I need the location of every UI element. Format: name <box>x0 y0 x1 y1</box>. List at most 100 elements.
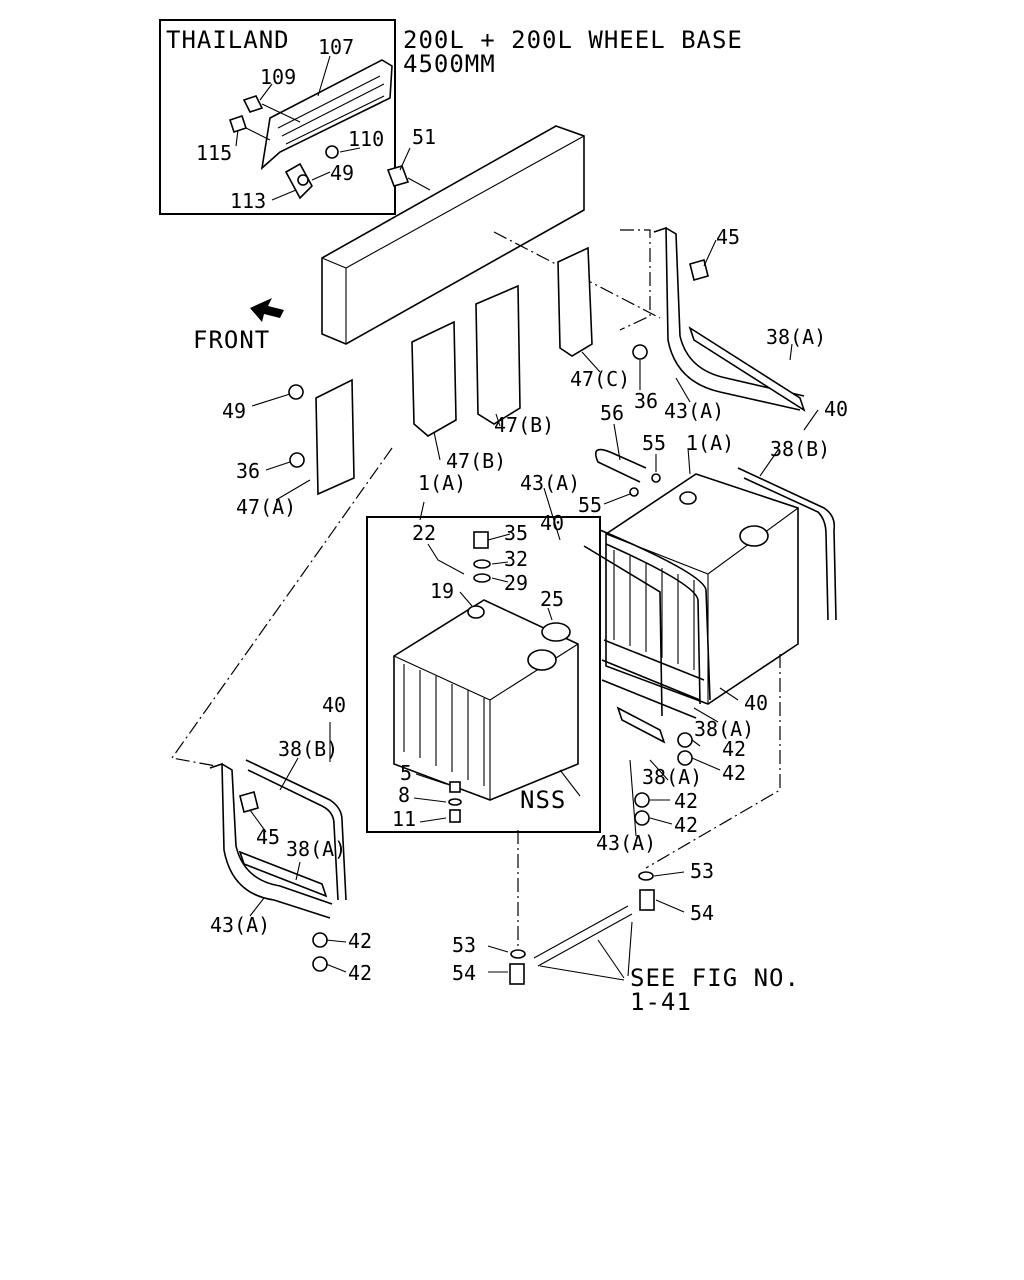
callout-53-left: 53 <box>452 933 476 957</box>
strap-38b-left <box>247 769 339 901</box>
callout-43a-left: 43(A) <box>210 913 270 937</box>
tank-nss-body <box>393 599 579 801</box>
callout-leaders <box>235 55 819 973</box>
tank-right-sender <box>679 491 697 505</box>
strap-40-left <box>245 759 347 901</box>
callout-42-a: 42 <box>722 737 746 761</box>
nut-36-right <box>632 344 648 360</box>
nut-42-a <box>677 732 693 748</box>
callout-32: 32 <box>504 547 528 571</box>
callout-38b-left: 38(B) <box>278 737 338 761</box>
callout-47b-lower: 47(B) <box>446 449 506 473</box>
bracket-47a <box>315 378 355 496</box>
inset-nut-49 <box>297 174 309 186</box>
band-40-right <box>599 529 711 701</box>
bolt-51 <box>386 165 410 187</box>
callout-55-mid: 55 <box>578 493 602 517</box>
nut-42-left1 <box>312 932 328 948</box>
mount-centerline <box>493 231 661 319</box>
washer-55-mid <box>629 487 639 497</box>
callout-47a: 47(A) <box>236 495 296 519</box>
see-fig-line-2: 1-41 <box>630 988 692 1016</box>
washer-32 <box>473 559 491 569</box>
chassis-frame-rail <box>321 125 661 345</box>
fitting-54-left <box>509 963 525 985</box>
inset-nut-110 <box>325 145 339 159</box>
front-arrow-icon <box>250 298 284 322</box>
band-43a-left <box>209 762 331 919</box>
plug-11 <box>449 809 461 823</box>
cap-25 <box>541 622 571 642</box>
callout-45-top: 45 <box>716 225 740 249</box>
callout-42-b: 42 <box>722 761 746 785</box>
callout-55-top: 55 <box>642 431 666 455</box>
inset-bolt-109 <box>242 95 264 113</box>
callout-45-left: 45 <box>256 825 280 849</box>
callout-25: 25 <box>540 587 564 611</box>
drain-plug-5 <box>449 781 461 793</box>
strip-38a-mid <box>616 706 666 744</box>
callout-1a-right: 1(A) <box>686 431 734 455</box>
callout-51: 51 <box>412 125 436 149</box>
callout-43a-bottom: 43(A) <box>596 831 656 855</box>
frame-rail-edges <box>321 135 585 344</box>
callout-43a-top: 43(A) <box>664 399 724 423</box>
callout-49-inset: 49 <box>330 161 354 185</box>
strip-38a-top <box>688 326 806 412</box>
callout-1a-box: 1(A) <box>418 471 466 495</box>
callout-113: 113 <box>230 189 266 213</box>
washer-55-top <box>651 473 661 483</box>
callout-42-c: 42 <box>674 789 698 813</box>
bracket-47b-upper <box>475 284 521 425</box>
band-43a-top <box>653 226 801 411</box>
band-under-tank <box>601 639 705 719</box>
inset-leader <box>245 127 271 141</box>
callout-115: 115 <box>196 141 232 165</box>
callout-38a-left: 38(A) <box>286 837 346 861</box>
bolt-51-leader <box>407 177 431 191</box>
callout-5: 5 <box>400 761 412 785</box>
bolt-45-top <box>689 259 709 281</box>
band-43a-left-inner <box>221 763 333 905</box>
header-line-1: 200L + 200L WHEEL BASE <box>403 26 743 54</box>
nut-36-left <box>289 452 305 468</box>
see-fig-line-1: SEE FIG NO. <box>630 964 800 992</box>
callout-47c: 47(C) <box>570 367 630 391</box>
inset-title: THAILAND <box>166 26 290 54</box>
callout-43a-mid: 43(A) <box>520 471 580 495</box>
strip-38a-left <box>238 850 328 898</box>
callout-8: 8 <box>398 783 410 807</box>
callout-42-left2: 42 <box>348 961 372 985</box>
callout-38a-right: 38(A) <box>694 717 754 741</box>
u-bolt-56 <box>594 448 647 483</box>
callout-38a-top: 38(A) <box>766 325 826 349</box>
washer-53-right <box>638 871 654 881</box>
callout-53-right: 53 <box>690 859 714 883</box>
tank-right-body <box>605 473 799 705</box>
band-43a-mid <box>583 545 663 717</box>
nss-detail-box <box>366 516 601 833</box>
callout-40-right: 40 <box>744 691 768 715</box>
fuel-tank-nss <box>393 531 579 823</box>
callout-40-mid: 40 <box>540 511 564 535</box>
fuel-tank-right <box>605 473 799 705</box>
front-label: FRONT <box>193 326 270 354</box>
nut-42-d <box>634 810 650 826</box>
callout-22: 22 <box>412 521 436 545</box>
callout-54-right: 54 <box>690 901 714 925</box>
nut-42-b <box>677 750 693 766</box>
band-40-right-b <box>605 543 701 705</box>
tank-right-cap <box>739 525 769 547</box>
callout-40-left: 40 <box>322 693 346 717</box>
strap-38b-right <box>737 467 837 621</box>
callout-56: 56 <box>600 401 624 425</box>
thailand-inset: THAILAND <box>159 19 396 215</box>
callout-38b-right: 38(B) <box>770 437 830 461</box>
callout-36-right: 36 <box>634 389 658 413</box>
callout-38a-mid: 38(A) <box>642 765 702 789</box>
frame-rail-body <box>321 125 585 345</box>
tank-nss-filler <box>527 649 557 671</box>
nut-42-c <box>634 792 650 808</box>
callout-40-top: 40 <box>824 397 848 421</box>
callout-47b-upper: 47(B) <box>494 413 554 437</box>
